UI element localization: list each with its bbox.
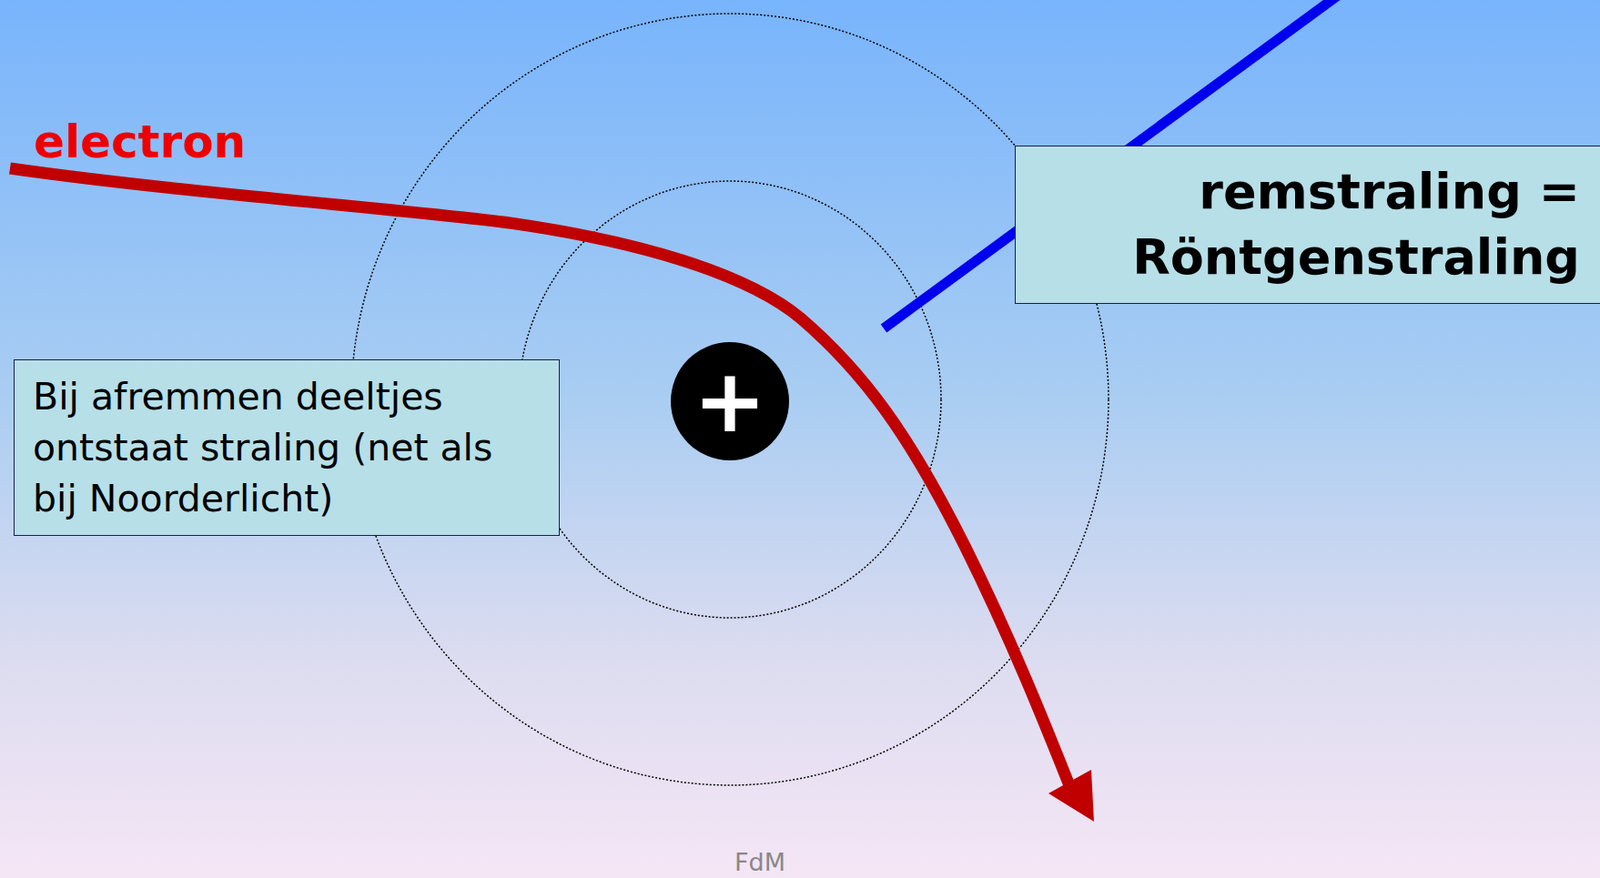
- particle-label: electron: [33, 116, 246, 168]
- arrowhead: [1048, 769, 1094, 822]
- node-text: +: [693, 357, 767, 446]
- node-text: remstraling = Röntgenstraling: [1035, 159, 1580, 291]
- nucleus: +: [670, 342, 790, 461]
- watermark: FdM: [734, 850, 786, 876]
- electron-path: [10, 168, 1074, 798]
- node-text: Bij afremmen deeltjes ontstaat straling …: [32, 371, 543, 525]
- radiation-box: remstraling = Röntgenstraling: [1014, 145, 1600, 304]
- note-box: Bij afremmen deeltjes ontstaat straling …: [13, 359, 560, 537]
